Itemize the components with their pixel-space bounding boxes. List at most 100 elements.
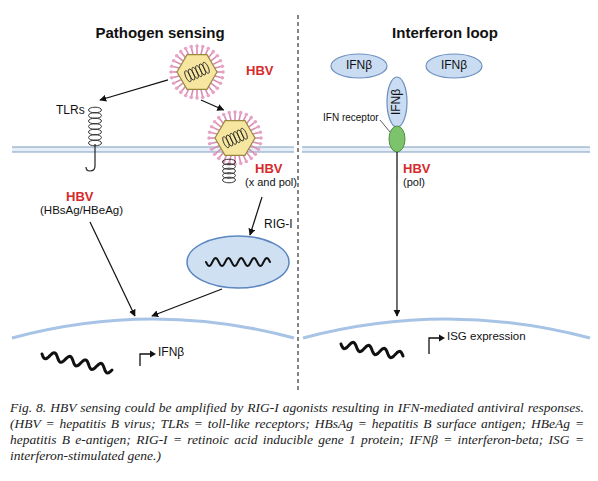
envelope-knob [206,47,210,51]
virus-illustration [169,44,225,100]
viral-genome [183,61,210,82]
node-shape [389,126,405,152]
gene-expression-label: ISG expression [447,330,526,343]
envelope-spike [212,146,218,149]
envelope-knob [210,147,214,151]
envelope-spike [253,142,260,144]
signal-arrow [250,197,262,235]
cell-membrane [302,147,590,152]
envelope-knob [206,94,210,98]
ifn-receptor: IFN receptorHBV(pol) [389,126,405,152]
rig-i-sensor: RIG-I [186,235,290,289]
signal-arrow [152,289,222,316]
envelope-knob [175,86,179,90]
envelope-knob [244,113,248,117]
molecule-outline [426,54,482,78]
virus-label: HBV [66,190,93,205]
envelope-knob [221,70,225,74]
envelope-knob [219,59,223,63]
envelope-knob [221,64,225,68]
virus-envelope [172,47,222,97]
envelope-knob [217,157,221,161]
nuclear-envelope [303,319,590,338]
panel-title: Interferon loop [345,24,545,41]
node-shape [303,316,590,376]
envelope-knob [169,70,173,74]
viral-rna [206,258,270,266]
envelope-spike [213,80,219,83]
coil-loop [223,177,236,183]
interferon-molecule: IFNβ [425,53,483,79]
envelope-knob [208,130,212,134]
envelope-spike [196,90,198,97]
envelope-spike [213,61,219,64]
envelope-knob [239,111,243,115]
molecule-outline [331,54,387,78]
envelope-spike [211,83,216,87]
envelope-knob [259,130,263,134]
node-shape [186,235,290,289]
envelope-spike [211,56,216,60]
antigen-label: (HBsAg/HBeAg) [40,204,123,217]
envelope-knob [207,136,211,140]
coil-loop [89,113,102,119]
envelope-spike [211,142,218,144]
envelope-spike [201,48,203,55]
envelope-knob [217,116,221,120]
envelope-knob [221,76,225,80]
entering-virus: HBV(x and pol) [205,110,298,197]
envelope-spike [253,132,260,134]
virus-label: HBV [403,162,430,177]
envelope-knob [172,59,176,63]
molecule-outline [387,77,407,127]
envelope-knob [227,111,231,115]
signal-arrow [100,80,168,100]
envelope-spike [249,122,254,126]
envelope-knob [249,157,253,161]
envelope-knob [222,113,226,117]
envelope-knob [175,54,179,58]
node-shape [12,316,294,386]
interferon-molecule: IFNβ [330,53,388,79]
envelope-knob [170,64,174,68]
interferon-label: IFNβ [346,59,372,73]
envelope-knob [184,94,188,98]
envelope-knob [259,136,263,140]
signal-arrow [201,100,224,110]
virus-label: HBV [246,64,273,79]
transcription-arrow [140,354,150,366]
envelope-spike [191,90,193,97]
envelope-knob [201,96,205,100]
envelope-knob [259,142,263,146]
dna-strand [42,353,112,373]
signal-arrow [396,152,397,316]
envelope-knob [257,125,261,129]
genome-coil [240,127,249,140]
envelope-knob [216,54,220,58]
node-shape [40,100,150,222]
virus-label: HBV [255,162,282,177]
panel-title: Pathogen sensing [60,24,260,41]
receptor-tail [86,166,95,171]
envelope-knob [208,142,212,146]
envelope-knob [254,120,258,124]
interferon-label: IFNβ [390,89,404,115]
envelope-knob [211,91,215,95]
coil [89,107,102,146]
envelope-knob [189,96,193,100]
envelope-spike [173,66,180,68]
envelope-knob [189,45,193,49]
interferon-label: IFNβ [441,59,467,73]
capsid [177,55,217,90]
envelope-knob [213,120,217,124]
figure-caption: Fig. 8. HBV sensing could be amplified b… [10,400,584,464]
coil-loop [89,124,102,130]
envelope-knob [213,152,217,156]
envelope-knob [244,160,248,164]
membrane-line [302,147,590,148]
envelope-knob [219,81,223,85]
envelope-knob [170,76,174,80]
envelope-spike [191,48,193,55]
coil [223,159,236,183]
envelope-spike [173,76,180,78]
